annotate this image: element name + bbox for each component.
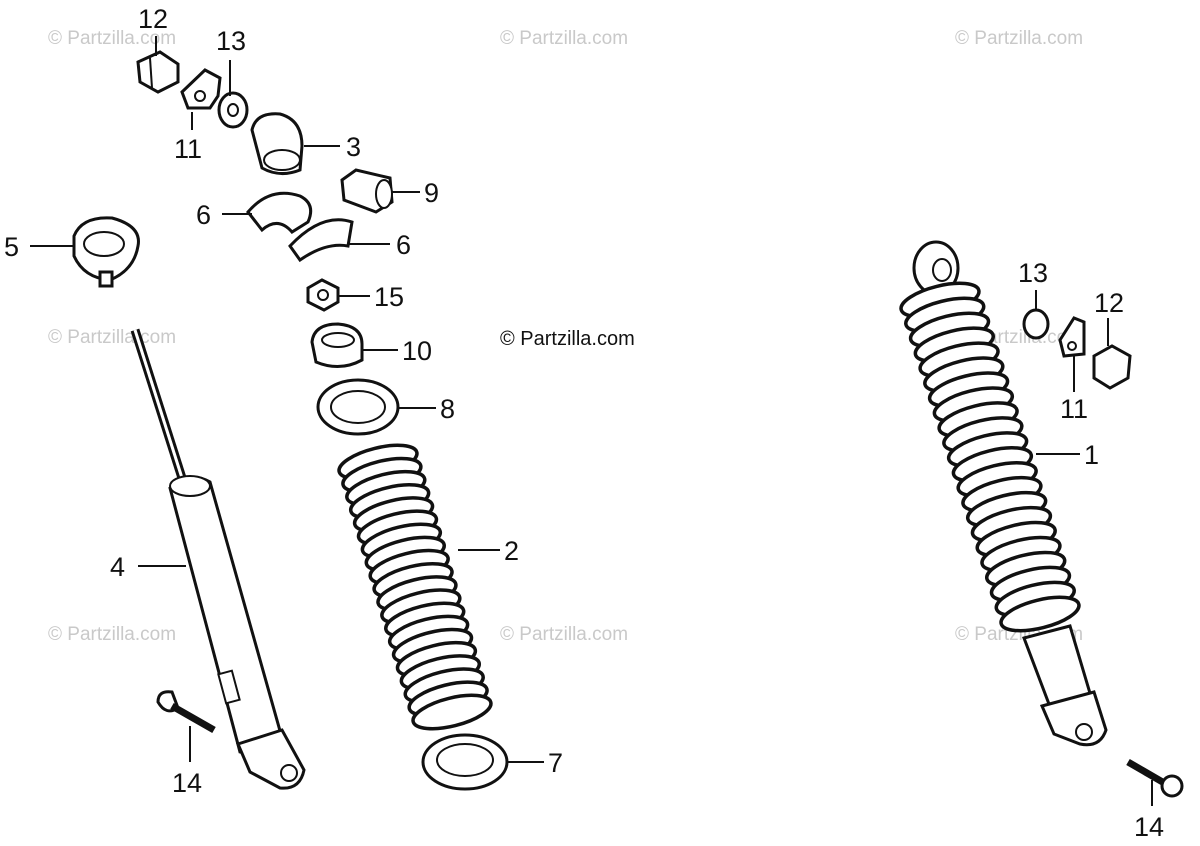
part-6-split-collar-b xyxy=(288,218,354,263)
part-14-bolt-left xyxy=(156,690,216,734)
part-3-rubber-cap xyxy=(250,112,304,175)
part-7-lower-seat xyxy=(421,733,509,791)
callout-8: 8 xyxy=(440,394,455,424)
watermark-mid-left: © Partzilla.com xyxy=(48,327,176,348)
watermark-center: © Partzilla.com xyxy=(500,328,635,350)
callout-6-left: 6 xyxy=(196,200,211,230)
part-13-washer-right xyxy=(1022,308,1050,340)
callout-1: 1 xyxy=(1084,440,1099,470)
callout-12-top: 12 xyxy=(138,4,168,34)
part-11-bracket-right xyxy=(1058,316,1086,358)
watermark-top-right: © Partzilla.com xyxy=(955,28,1083,49)
callout-11-right: 11 xyxy=(1060,394,1088,424)
callout-9: 9 xyxy=(424,178,439,208)
callout-13-top: 13 xyxy=(216,26,246,56)
spring-2-coil xyxy=(411,693,493,731)
part-10-rubber-bushing xyxy=(310,322,364,368)
callout-6-right: 6 xyxy=(396,230,411,260)
callout-15: 15 xyxy=(374,282,404,312)
callout-10: 10 xyxy=(402,336,432,366)
spring-1-coil xyxy=(999,595,1081,633)
callout-14-left: 14 xyxy=(172,768,202,798)
watermark-bottom-left: © Partzilla.com xyxy=(48,624,176,645)
callout-5: 5 xyxy=(4,232,19,262)
leader-lines xyxy=(30,36,1153,806)
callout-12-right: 12 xyxy=(1094,288,1124,318)
callout-14-right: 14 xyxy=(1134,812,1164,842)
watermark-top-left: © Partzilla.com xyxy=(48,28,176,49)
part-13-washer xyxy=(217,91,249,129)
callout-13-right: 13 xyxy=(1018,258,1048,288)
part-6-split-collar-a xyxy=(246,191,313,234)
part-14-bolt-right xyxy=(1126,758,1184,798)
part-15-nut xyxy=(306,278,340,312)
part-9-collar xyxy=(340,168,394,214)
part-5-spring-adjuster xyxy=(72,216,140,288)
part-11-bracket xyxy=(180,68,222,110)
part-1-rear-shock-assembly xyxy=(899,240,1108,747)
part-12-cap-nut xyxy=(136,50,180,94)
callout-4: 4 xyxy=(110,552,125,582)
callout-7: 7 xyxy=(548,748,563,778)
watermark-top-center: © Partzilla.com xyxy=(500,28,628,49)
watermark-bottom-center: © Partzilla.com xyxy=(500,624,628,645)
callout-2: 2 xyxy=(504,536,519,566)
part-12-cap-nut-right xyxy=(1092,344,1132,390)
part-4-damper xyxy=(130,328,306,790)
part-8-upper-seat xyxy=(316,378,400,436)
part-2-spring xyxy=(337,443,493,731)
callout-11-top: 11 xyxy=(174,134,202,164)
callout-3: 3 xyxy=(346,132,361,162)
